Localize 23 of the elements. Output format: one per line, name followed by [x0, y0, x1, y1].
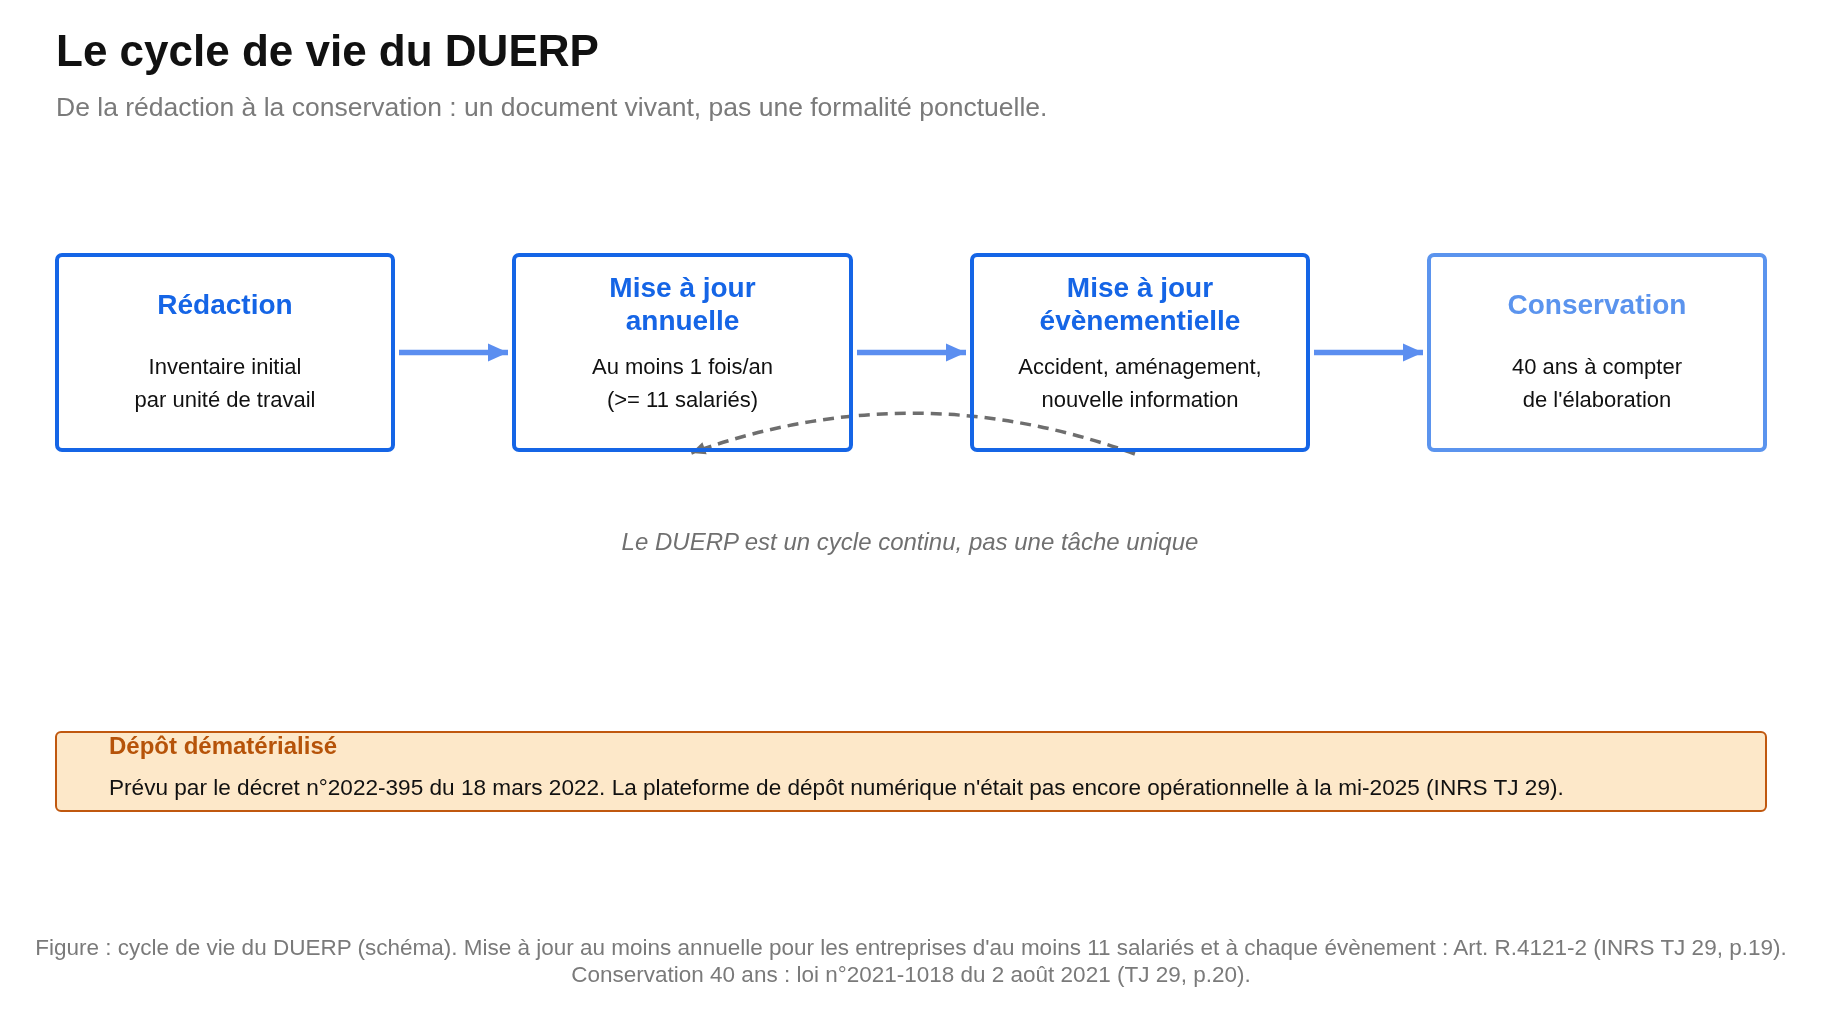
box-heading: Rédaction [156, 287, 294, 321]
cycle-note: Le DUERP est un cycle continu, pas une tâche unique [621, 527, 1199, 557]
box-heading: Conservation [1507, 287, 1687, 321]
process-box [970, 253, 1310, 452]
box-text: Au moins 1 fois/an (>= 11 salariés) [591, 353, 774, 414]
arrow [1314, 343, 1423, 362]
figure-caption: Figure : cycle de vie du DUERP (schéma). Mise à jour au moins annuelle pour les entreprises d'au moins 11 salariés et à chaque évènement : Art. R.4121-2 (INRS TJ 29, p.19). Conservation 40 ans : loi n°2021-1018 du 2 août 2021 (TJ 29, p.20). [34, 934, 1788, 988]
box-text: Accident, aménagement, nouvelle information [1017, 353, 1263, 414]
process-box [512, 253, 853, 452]
process-box [1427, 253, 1767, 452]
page-title: Le cycle de vie du DUERP [56, 25, 599, 77]
process-box [55, 253, 395, 452]
arrow [399, 343, 508, 362]
note-text: Prévu par le décret n°2022-395 du 18 mars 2022. La plateforme de dépôt numérique n'était pas encore opérationnelle à la mi-2025 (INRS TJ 29). [109, 774, 1564, 802]
box-heading: Mise à jour évènementielle [1039, 271, 1241, 337]
box-text: 40 ans à compter de l'élaboration [1511, 353, 1683, 414]
box-text: Inventaire initial par unité de travail [134, 353, 316, 414]
note-heading: Dépôt dématérialisé [109, 732, 338, 760]
dashed-curved-arrow [690, 411, 1136, 456]
box-heading: Mise à jour annuelle [608, 271, 757, 337]
note-box [55, 731, 1767, 812]
arrow [857, 343, 966, 362]
subtitle: De la rédaction à la conservation : un document vivant, pas une formalité ponctuelle. [56, 91, 1048, 124]
